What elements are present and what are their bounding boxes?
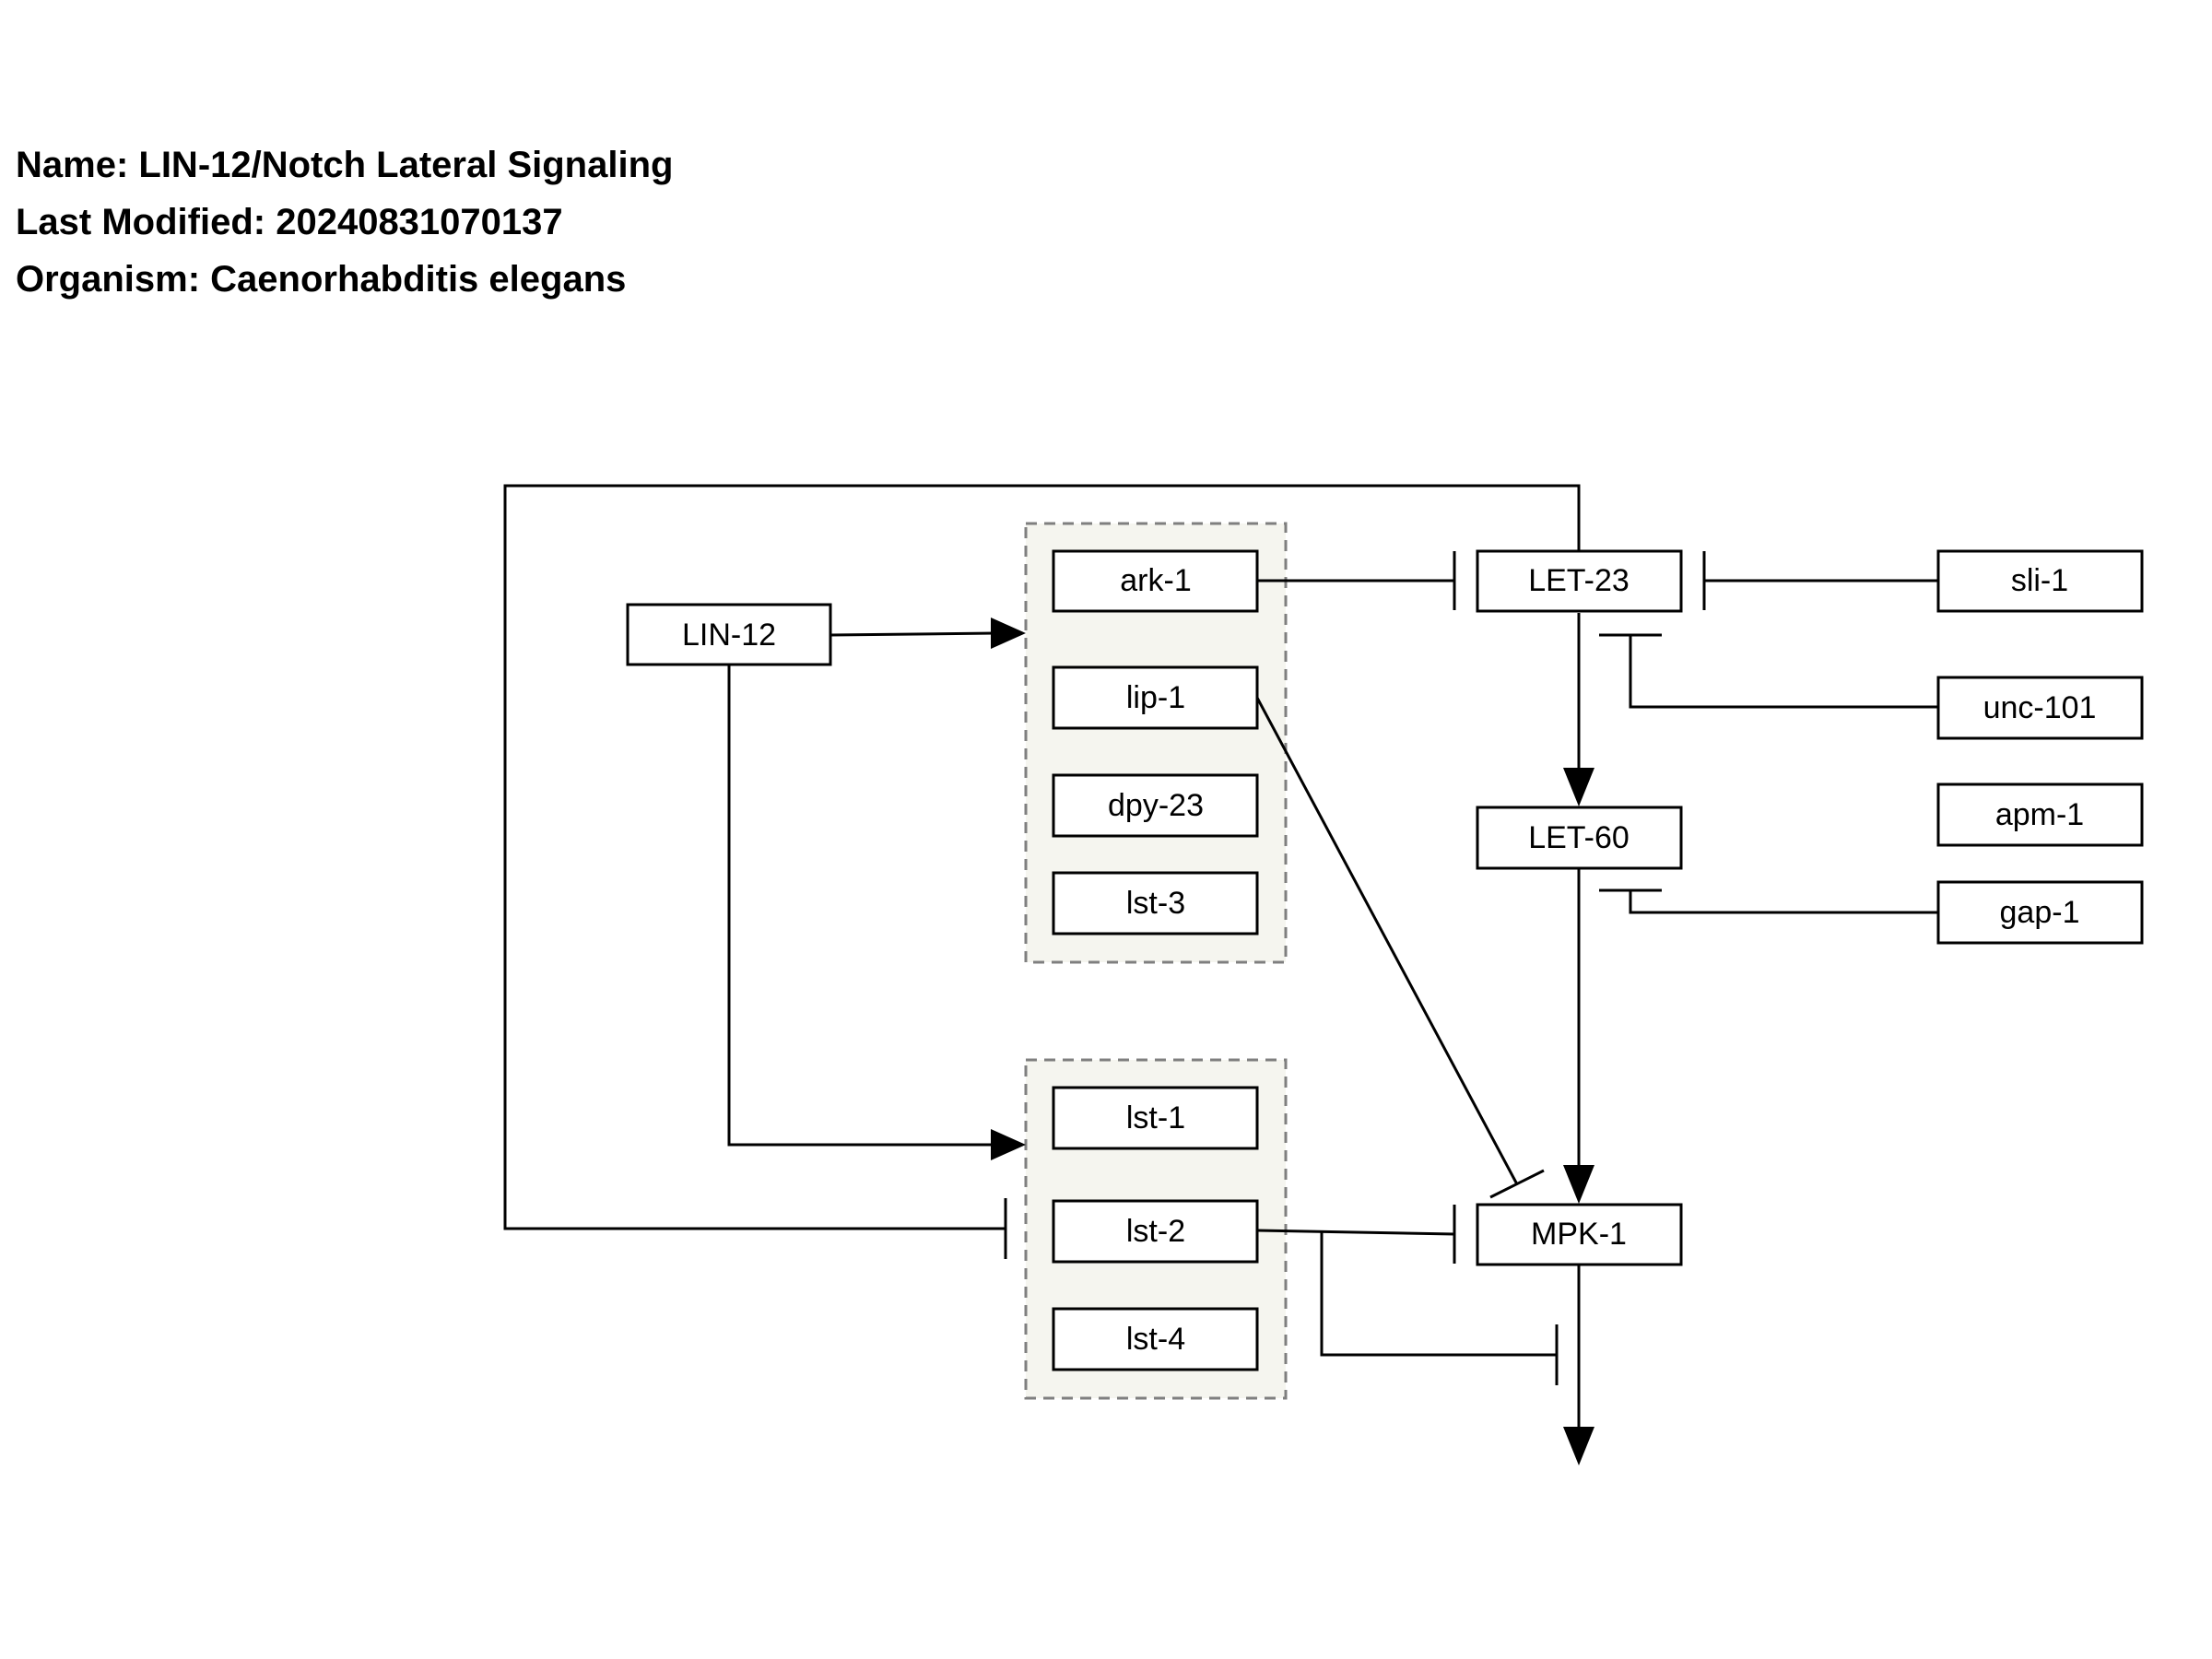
edge-gap1-inhibits [1629, 890, 1938, 914]
node-ark1[interactable]: ark-1 [1052, 549, 1259, 613]
node-lst2[interactable]: lst-2 [1052, 1199, 1259, 1264]
edge-lip1-mpk1-tbar [1489, 1169, 1545, 1199]
edge-lip1-inhibits-mpk1 [1255, 697, 1519, 1185]
node-let60-label: LET-60 [1528, 820, 1630, 855]
edge-mpk1-output-arrowhead [1563, 1427, 1594, 1465]
node-dpy23-label: dpy-23 [1108, 788, 1204, 823]
node-let23[interactable]: LET-23 [1476, 549, 1683, 613]
node-lst1-label: lst-1 [1126, 1100, 1185, 1135]
edge-lin12-to-upper-group [830, 631, 996, 637]
node-unc101-label: unc-101 [1983, 690, 2097, 725]
node-lst4-label: lst-4 [1126, 1322, 1185, 1357]
edge-lin12-lower-arrowhead [991, 1129, 1026, 1160]
node-dpy23[interactable]: dpy-23 [1052, 773, 1259, 838]
edge-let60-mpk1-arrowhead [1563, 1165, 1594, 1204]
node-let23-label: LET-23 [1528, 563, 1630, 598]
edge-let23-let60-arrowhead [1563, 768, 1594, 806]
edge-unc101-inhibits [1629, 635, 1938, 709]
node-ark1-label: ark-1 [1120, 563, 1191, 598]
node-lst2-label: lst-2 [1126, 1214, 1185, 1249]
node-lst3-label: lst-3 [1126, 886, 1185, 921]
edges [503, 484, 1938, 1465]
organism: Organism: Caenorhabditis elegans [16, 259, 626, 300]
node-mpk1[interactable]: MPK-1 [1476, 1203, 1683, 1266]
node-lst3[interactable]: lst-3 [1052, 871, 1259, 935]
edge-lst2-inhibits-output [1320, 1231, 1557, 1357]
node-lip1-label: lip-1 [1126, 680, 1185, 715]
node-gap1[interactable]: gap-1 [1936, 880, 2144, 945]
header: Name: LIN-12/Notch Lateral Signaling Las… [16, 145, 673, 300]
node-lst4[interactable]: lst-4 [1052, 1307, 1259, 1371]
edge-lin12-upper-arrowhead [991, 618, 1026, 649]
node-gap1-label: gap-1 [2000, 895, 2080, 930]
node-lin12[interactable]: LIN-12 [626, 603, 832, 666]
node-lin12-label: LIN-12 [682, 618, 776, 653]
node-apm1-label: apm-1 [1995, 797, 2084, 832]
edge-lst2-inhibits-mpk1 [1256, 1229, 1455, 1236]
last-modified: Last Modified: 20240831070137 [16, 202, 563, 242]
pathway-name: Name: LIN-12/Notch Lateral Signaling [16, 145, 673, 185]
edge-lin12-to-lower-group [727, 665, 995, 1147]
node-lst1[interactable]: lst-1 [1052, 1086, 1259, 1150]
node-lip1[interactable]: lip-1 [1052, 665, 1259, 730]
node-unc101[interactable]: unc-101 [1936, 676, 2144, 740]
node-apm1[interactable]: apm-1 [1936, 782, 2144, 847]
edge-let23-inhibits-lower-group [503, 484, 1581, 1230]
node-sli1[interactable]: sli-1 [1936, 549, 2144, 613]
node-mpk1-label: MPK-1 [1531, 1217, 1627, 1252]
node-let60[interactable]: LET-60 [1476, 806, 1683, 870]
node-sli1-label: sli-1 [2011, 563, 2068, 598]
